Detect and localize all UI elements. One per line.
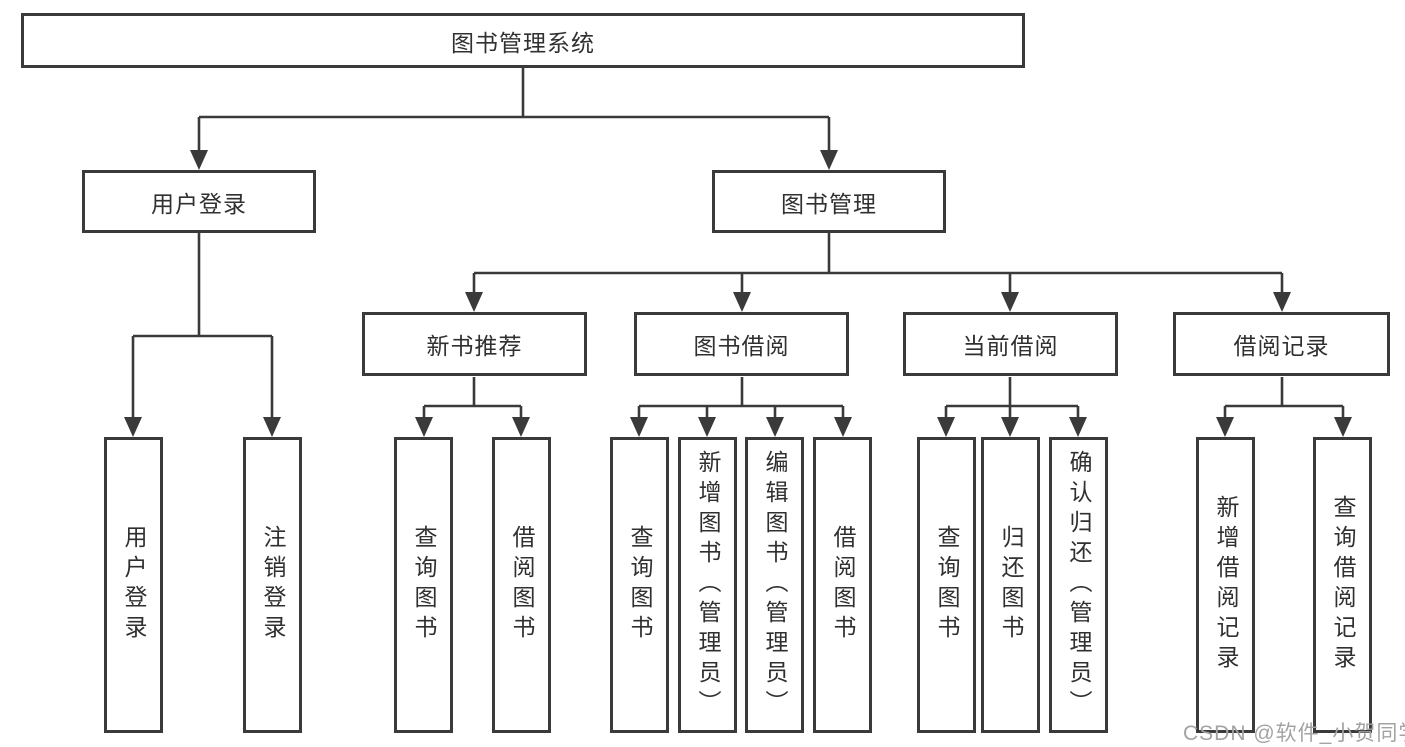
arrowheads: [124, 150, 1352, 437]
leaf-label: 归还图书: [998, 525, 1024, 645]
leaf-confirm-return-admin: 确认归还（管理员）: [1049, 437, 1108, 733]
node-label: 用户登录: [151, 190, 247, 217]
leaf-return-book: 归还图书: [981, 437, 1040, 733]
node-user-login: 用户登录: [82, 170, 316, 233]
leaf-label: 用户登录: [121, 525, 147, 645]
leaf-query-books-borrowing: 查询图书: [610, 437, 669, 733]
leaf-label: 借阅图书: [830, 525, 856, 645]
node-current-borrowing: 当前借阅: [903, 312, 1118, 376]
leaf-add-borrow-record: 新增借阅记录: [1196, 437, 1255, 733]
leaf-query-books-recommend: 查询图书: [394, 437, 453, 733]
leaf-label: 确认归还（管理员）: [1066, 450, 1092, 720]
leaf-add-book-admin: 新增图书（管理员）: [678, 437, 737, 733]
watermark: CSDN @软件_小贺同学: [1183, 722, 1405, 745]
node-label: 当前借阅: [962, 333, 1059, 359]
leaf-label: 查询图书: [411, 525, 437, 645]
leaf-borrow-books-recommend: 借阅图书: [492, 437, 551, 733]
connector-lines: [131, 68, 1345, 419]
node-book-management: 图书管理: [712, 170, 946, 233]
node-borrowing-records: 借阅记录: [1173, 312, 1390, 376]
node-label: 图书管理系统: [451, 29, 595, 56]
leaf-label: 编辑图书（管理员）: [762, 450, 788, 720]
leaf-logout: 注销登录: [243, 437, 302, 733]
node-label: 新书推荐: [426, 333, 523, 359]
leaf-label: 新增借阅记录: [1213, 495, 1239, 675]
leaf-user-login: 用户登录: [104, 437, 163, 733]
node-label: 图书管理: [781, 190, 877, 217]
node-label: 借阅记录: [1233, 333, 1330, 359]
leaf-label: 借阅图书: [509, 525, 535, 645]
leaf-label: 查询图书: [627, 525, 653, 645]
leaf-query-books-current: 查询图书: [917, 437, 976, 733]
leaf-label: 查询图书: [934, 525, 960, 645]
leaf-label: 新增图书（管理员）: [695, 450, 721, 720]
leaf-label: 注销登录: [260, 525, 286, 645]
node-label: 图书借阅: [693, 333, 790, 359]
leaf-query-borrow-record: 查询借阅记录: [1313, 437, 1372, 733]
leaf-borrow-books-borrowing: 借阅图书: [813, 437, 872, 733]
node-library-management-system: 图书管理系统: [21, 13, 1025, 68]
node-new-book-recommendation: 新书推荐: [362, 312, 587, 376]
leaf-label: 查询借阅记录: [1330, 495, 1356, 675]
leaf-edit-book-admin: 编辑图书（管理员）: [745, 437, 804, 733]
node-book-borrowing: 图书借阅: [634, 312, 849, 376]
